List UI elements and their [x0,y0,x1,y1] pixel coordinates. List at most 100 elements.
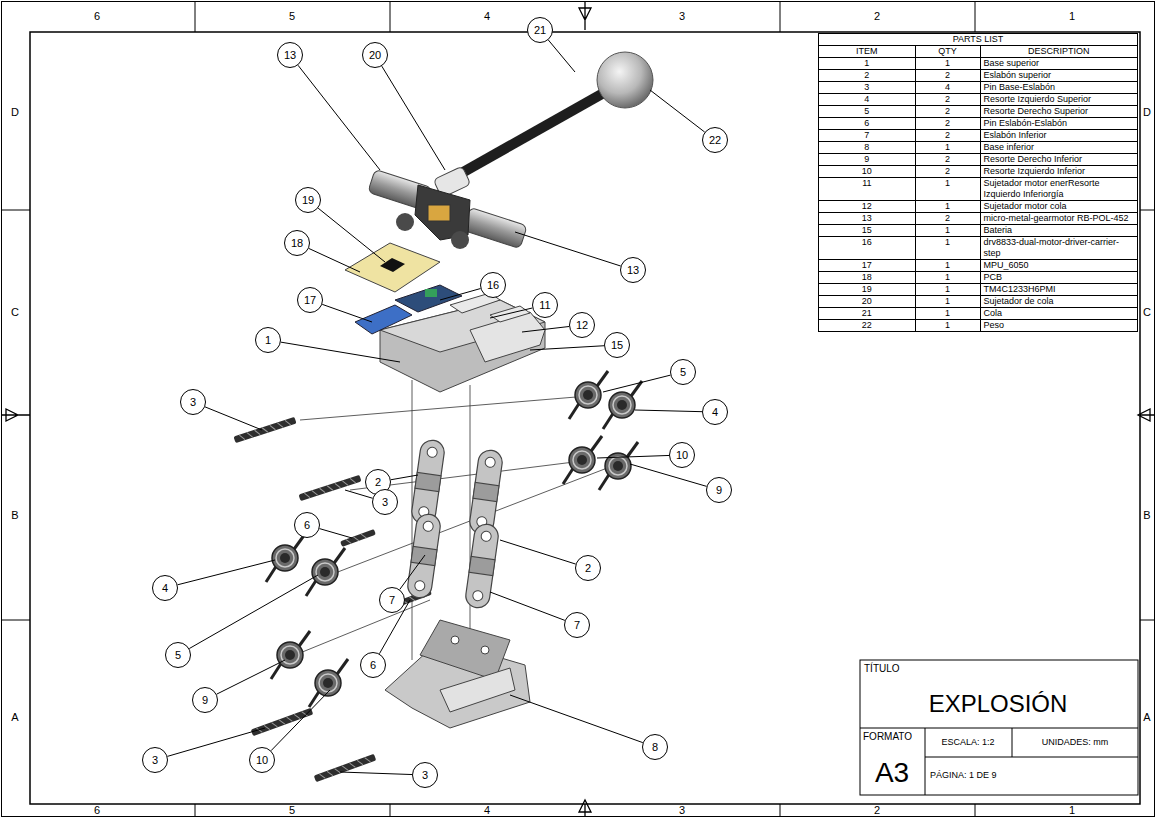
callout-text: 17 [304,294,316,306]
callout-number: 3 [180,389,206,415]
callout-number: 4 [152,575,178,601]
table-cell: 9 [819,154,916,166]
scale-text: ESCALA: 1:2 [941,738,994,748]
callout-number: 10 [249,747,275,773]
table-heading: PARTS LIST [819,34,1138,46]
table-cell: Sujetador motor cola [980,201,1138,213]
callout-text: 3 [382,496,388,508]
callout-number: 3 [412,762,438,788]
units-text: UNIDADES: mm [1042,738,1109,748]
table-cell: Peso [980,320,1138,332]
table-cell: 3 [819,82,916,94]
zone-number: 3 [679,10,685,22]
callout-text: 2 [585,562,591,574]
leader-line [510,695,643,743]
callout-number: 3 [372,489,398,515]
callout-text: 5 [175,649,181,661]
title-block-label: FORMATO [863,731,912,742]
callout-number: 9 [706,477,732,503]
leader-line [630,464,707,486]
zone-letter: C [1143,306,1151,318]
table-cell: 2 [915,106,980,118]
table-cell: 1 [915,320,980,332]
callout-number: 2 [575,555,601,581]
table-cell: 15 [819,225,916,237]
table-cell: 19 [819,284,916,296]
zone-letter: B [11,509,18,521]
callout-text: 21 [534,24,546,36]
callout-text: 10 [676,449,688,461]
table-cell: 4 [915,82,980,94]
callout-text: 3 [152,754,158,766]
leader-line [597,455,669,458]
callout-text: 7 [574,619,580,631]
table-cell: 1 [915,178,980,201]
zone-letter: C [11,306,19,318]
table-cell: 21 [819,308,916,320]
zone-number: 4 [484,10,490,22]
leader-line [205,407,262,430]
table-cell: 1 [915,272,980,284]
zone-letter: D [1143,106,1151,118]
callout-text: 8 [652,741,658,753]
table-cell: Eslabón superior [980,70,1138,82]
callout-number: 10 [669,442,695,468]
table-cell: MPU_6050 [980,260,1138,272]
leader-line [603,375,670,392]
callout-text: 6 [370,659,376,671]
table-cell: 13 [819,213,916,225]
table-cell: 2 [915,130,980,142]
table-cell: 5 [819,106,916,118]
callout-number: 17 [297,287,323,313]
table-cell: 2 [915,154,980,166]
callout-number: 12 [569,312,595,338]
table-cell: 1 [915,308,980,320]
callout-number: 5 [670,359,696,385]
callout-text: 7 [389,594,395,606]
callout-number: 16 [480,272,506,298]
leader-line [548,40,575,72]
leader-line [490,592,565,620]
callout-text: 4 [162,582,168,594]
callout-text: 10 [256,754,268,766]
table-cell: 1 [915,201,980,213]
callout-text: 16 [487,279,499,291]
table-cell: Resorte Izquierdo Inferior [980,166,1138,178]
callout-number: 13 [277,42,303,68]
zone-number: 2 [874,10,880,22]
callout-number: 1 [255,327,281,353]
table-cell: 17 [819,260,916,272]
callout-number: 8 [642,734,668,760]
leader-line [318,208,385,262]
leader-line [281,342,400,362]
callout-text: 3 [422,769,428,781]
callout-text: 6 [304,519,310,531]
callout-number: 15 [604,332,630,358]
table-cell: Base superior [980,58,1138,70]
callout-text: 12 [576,319,588,331]
leader-line [500,540,576,564]
table-cell: 7 [819,130,916,142]
leader-line [635,410,702,412]
callout-number: 6 [360,652,386,678]
table-cell: Pin Base-Eslabón [980,82,1138,94]
table-cell: Pin Eslabón-Eslabón [980,118,1138,130]
callout-text: 5 [680,366,686,378]
table-cell: 2 [915,70,980,82]
callout-number: 4 [702,399,728,425]
leader-line [515,232,621,266]
table-cell: micro-metal-gearmotor RB-POL-452 [980,213,1138,225]
table-cell: 1 [915,58,980,70]
callout-number: 22 [702,127,728,153]
callout-text: 9 [716,484,722,496]
table-cell: 1 [915,260,980,272]
table-cell: 2 [915,94,980,106]
table-cell: 1 [819,58,916,70]
callout-number: 20 [362,42,388,68]
leader-line [490,308,532,318]
table-cell: 1 [915,225,980,237]
table-cell: Resorte Derecho Inferior [980,154,1138,166]
zone-number: 4 [484,804,490,816]
table-cell: Bateria [980,225,1138,237]
table-cell: 4 [819,94,916,106]
